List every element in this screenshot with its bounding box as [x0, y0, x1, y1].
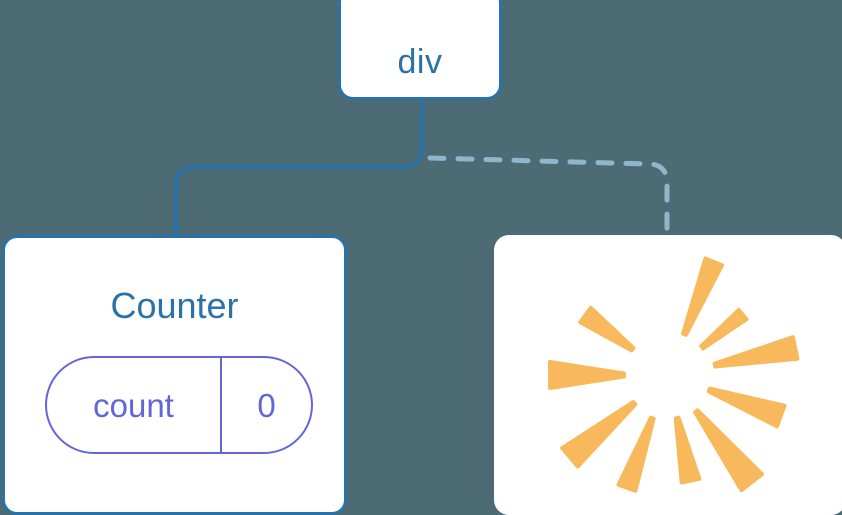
- burst-ray-2: [699, 307, 749, 351]
- burst-ray-10: [578, 305, 636, 353]
- burst-ray-3: [712, 335, 800, 369]
- node-div[interactable]: div: [338, 0, 502, 100]
- edge-div-to-burst: [427, 155, 670, 241]
- node-counter[interactable]: Counter count 0: [2, 235, 347, 515]
- burst-ray-9: [548, 360, 626, 390]
- node-div-label: div: [397, 43, 443, 81]
- state-value-label: 0: [257, 386, 276, 424]
- burst-ray-7: [616, 415, 656, 493]
- burst-ray-5: [693, 408, 764, 493]
- state-key-label: count: [47, 358, 222, 452]
- burst-ray-6: [673, 415, 702, 485]
- edge-div-to-counter: [174, 98, 424, 240]
- node-burst[interactable]: [494, 235, 842, 515]
- burst-icon: [548, 256, 800, 493]
- burst-ray-4: [706, 386, 787, 429]
- burst-ray-8: [560, 400, 638, 469]
- state-pill-count[interactable]: count 0: [45, 356, 313, 454]
- burst-ray-1: [681, 256, 724, 337]
- node-counter-label: Counter: [110, 285, 239, 326]
